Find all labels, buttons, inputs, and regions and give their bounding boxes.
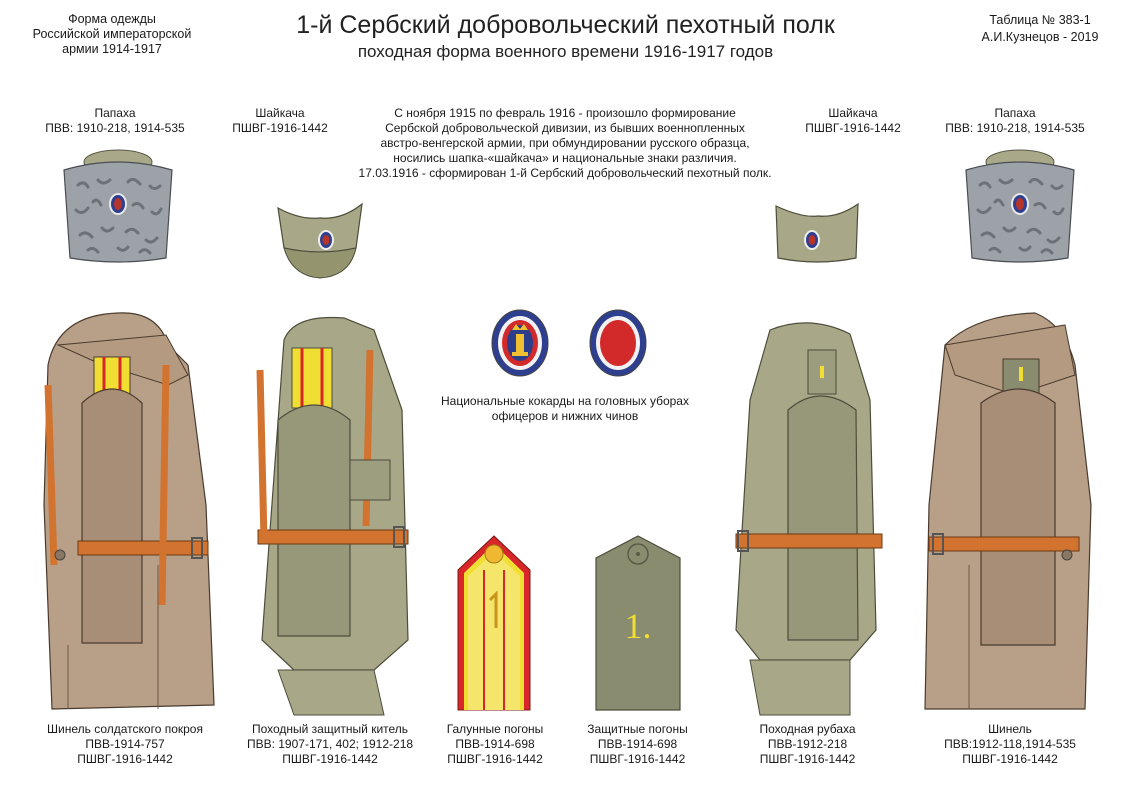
page-title: 1-й Сербский добровольческий пехотный по… <box>296 11 835 39</box>
caption-line: Национальные кокарды на головных уборах <box>441 394 689 408</box>
description-line: 17.03.1916 - сформирован 1-й Сербский до… <box>358 166 772 180</box>
papakha-left-illustration <box>63 149 173 263</box>
caption-line: Шинель солдатского покроя <box>47 722 203 736</box>
caption-line: офицеров и нижних чинов <box>491 409 639 423</box>
caption-line: ПВВ: 1907-171, 402; 1912-218 <box>246 737 414 751</box>
caption-line: ПВВ-1914-698 <box>597 737 678 751</box>
regiment-number: 1. <box>625 606 652 646</box>
soldier-cockade-illustration <box>589 309 647 377</box>
greatcoat-illustration <box>924 312 1092 710</box>
label-papakha-left: Папаха ПВВ: 1910-218, 1914-535 <box>30 106 200 136</box>
description-line: Сербской добровольческой дивизии, из быв… <box>385 121 745 135</box>
rubakha-illustration <box>735 322 883 716</box>
header-left: Форма одежды Российской императорской ар… <box>22 12 202 57</box>
label-shaikacha-right: Шайкача ПШВГ-1916-1442 <box>788 106 918 136</box>
papakha-right-illustration <box>965 149 1075 263</box>
caption-line: ПШВГ-1916-1442 <box>962 752 1058 766</box>
caption-line: ПВВ:1912-118,1914-535 <box>944 737 1076 751</box>
caption-rubakha: Походная рубаха ПВВ-1912-218 ПШВГ-1916-1… <box>740 722 875 767</box>
caption-soldier-greatcoat: Шинель солдатского покроя ПВВ-1914-757 П… <box>30 722 220 767</box>
label-line: Папаха <box>94 106 136 120</box>
label-line: ПВВ: 1910-218, 1914-535 <box>945 121 1085 135</box>
caption-line: ПВВ-1914-698 <box>455 737 535 751</box>
galun-shoulder-board <box>457 535 531 711</box>
shaikacha-left-illustration <box>277 202 363 279</box>
caption-line: ПШВГ-1916-1442 <box>77 752 173 766</box>
caption-line: ПВВ-1914-757 <box>85 737 165 751</box>
label-line: ПШВГ-1916-1442 <box>232 121 328 135</box>
caption-greatcoat: Шинель ПВВ:1912-118,1914-535 ПШВГ-1916-1… <box>925 722 1095 767</box>
field-shoulder-board: 1. <box>595 535 681 711</box>
label-shaikacha-left: Шайкача ПШВГ-1916-1442 <box>215 106 345 136</box>
caption-field-boards: Защитные погоны ПВВ-1914-698 ПШВГ-1916-1… <box>570 722 705 767</box>
label-line: Шайкача <box>828 106 878 120</box>
table-number: Таблица № 383-1 <box>989 13 1091 27</box>
page-subtitle: походная форма военного времени 1916-191… <box>357 42 774 61</box>
label-papakha-right: Папаха ПВВ: 1910-218, 1914-535 <box>930 106 1100 136</box>
kitel-illustration <box>256 316 409 716</box>
author-year: А.И.Кузнецов - 2019 <box>981 30 1099 44</box>
caption-line: Походная рубаха <box>759 722 856 736</box>
caption-kitel: Походный защитный китель ПВВ: 1907-171, … <box>230 722 430 767</box>
label-line: ПВВ: 1910-218, 1914-535 <box>45 121 185 135</box>
description-line: носились шапка-«шайкача» и национальные … <box>393 151 737 165</box>
header-left-line: армии 1914-1917 <box>62 42 162 56</box>
label-line: ПШВГ-1916-1442 <box>805 121 901 135</box>
caption-line: ПШВГ-1916-1442 <box>447 752 543 766</box>
header-left-line: Форма одежды <box>68 12 156 26</box>
description-line: С ноября 1915 по февраль 1916 - произошл… <box>394 106 736 120</box>
label-line: Папаха <box>994 106 1036 120</box>
cockades-caption: Национальные кокарды на головных уборах … <box>420 394 710 424</box>
caption-line: ПШВГ-1916-1442 <box>282 752 378 766</box>
header-right: Таблица № 383-1 А.И.Кузнецов - 2019 <box>970 12 1110 46</box>
caption-line: Галунные погоны <box>446 722 544 736</box>
header-left-line: Российской императорской <box>32 27 192 41</box>
soldier-greatcoat-illustration <box>43 312 215 710</box>
caption-line: ПШВГ-1916-1442 <box>589 752 686 766</box>
caption-line: Шинель <box>988 722 1032 736</box>
description-line: австро-венгерской армии, при обмундирова… <box>380 136 750 150</box>
caption-line: ПВВ-1912-218 <box>767 737 848 751</box>
history-description: С ноября 1915 по февраль 1916 - произошл… <box>345 106 785 181</box>
caption-line: Походный защитный китель <box>251 722 409 736</box>
officer-cockade-illustration <box>491 309 549 377</box>
caption-line: Защитные погоны <box>587 722 688 736</box>
caption-galun-boards: Галунные погоны ПВВ-1914-698 ПШВГ-1916-1… <box>430 722 560 767</box>
label-line: Шайкача <box>255 106 305 120</box>
shaikacha-right-illustration <box>775 202 859 263</box>
caption-line: ПШВГ-1916-1442 <box>759 752 856 766</box>
